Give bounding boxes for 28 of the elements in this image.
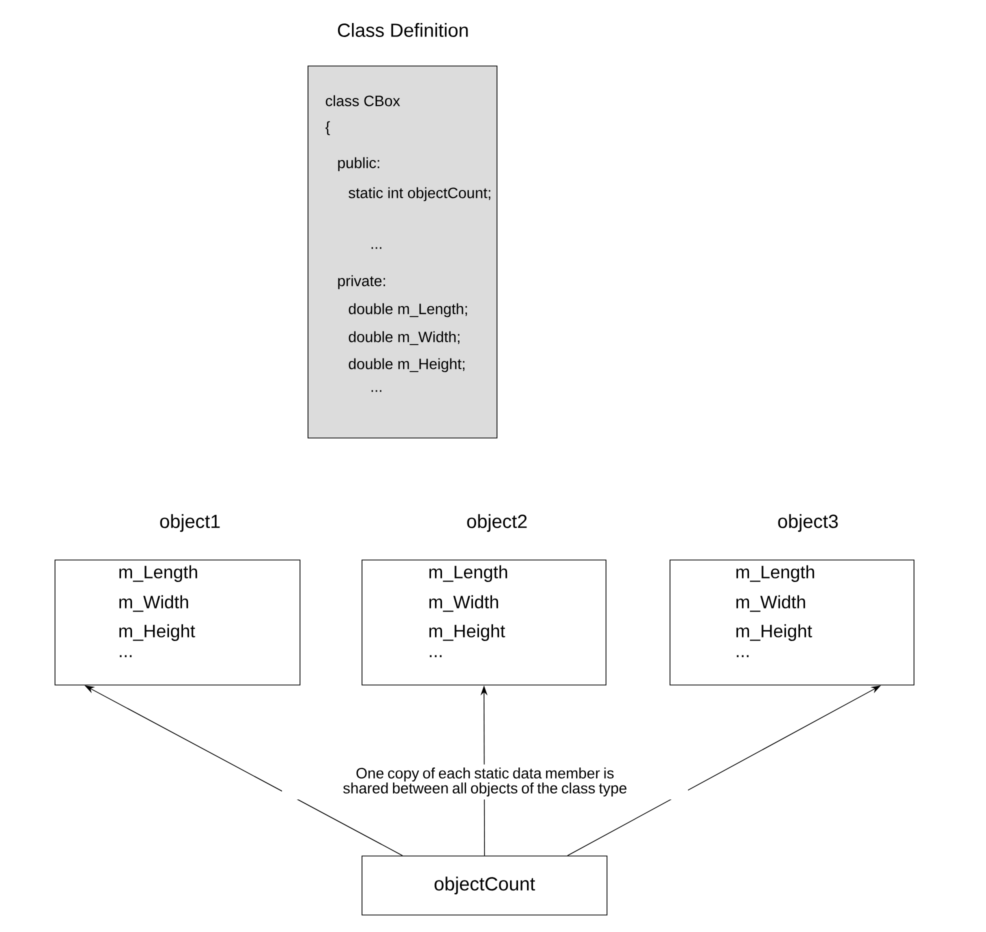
- code-line: class CBox: [326, 95, 400, 106]
- code-line: m_Length: [429, 565, 508, 582]
- code-line: m_Width: [429, 595, 498, 612]
- note: One copy of each static data member is shared between all objects of the class type: [282, 764, 688, 800]
- code-line: double m_Height;: [348, 358, 464, 372]
- class-box: objectCount: [362, 856, 608, 916]
- code-line: ...: [736, 655, 749, 658]
- code-line: ...: [372, 247, 382, 249]
- code-line: private:: [338, 275, 385, 290]
- code-line: m_Width: [119, 595, 188, 612]
- code-line: ...: [120, 655, 132, 658]
- code-line: {: [325, 121, 330, 136]
- code-line: m_Height: [429, 624, 506, 641]
- code-line: m_Width: [736, 595, 806, 612]
- code-line: double m_Width;: [348, 331, 460, 346]
- code-line: m_Height: [736, 624, 812, 641]
- code-line: double m_Length;: [348, 303, 467, 318]
- heading: object1: [160, 514, 220, 532]
- code-line: public:: [338, 157, 380, 172]
- heading: object3: [778, 514, 838, 532]
- heading: Class Definition: [338, 23, 468, 37]
- heading: object2: [467, 514, 527, 532]
- code-line: m_Length: [119, 565, 198, 582]
- code-line: static int objectCount;: [348, 187, 490, 202]
- code-line: ...: [372, 390, 382, 392]
- code-line: m_Length: [736, 565, 814, 582]
- code-line: m_Height: [119, 624, 196, 641]
- code-line: ...: [430, 655, 442, 658]
